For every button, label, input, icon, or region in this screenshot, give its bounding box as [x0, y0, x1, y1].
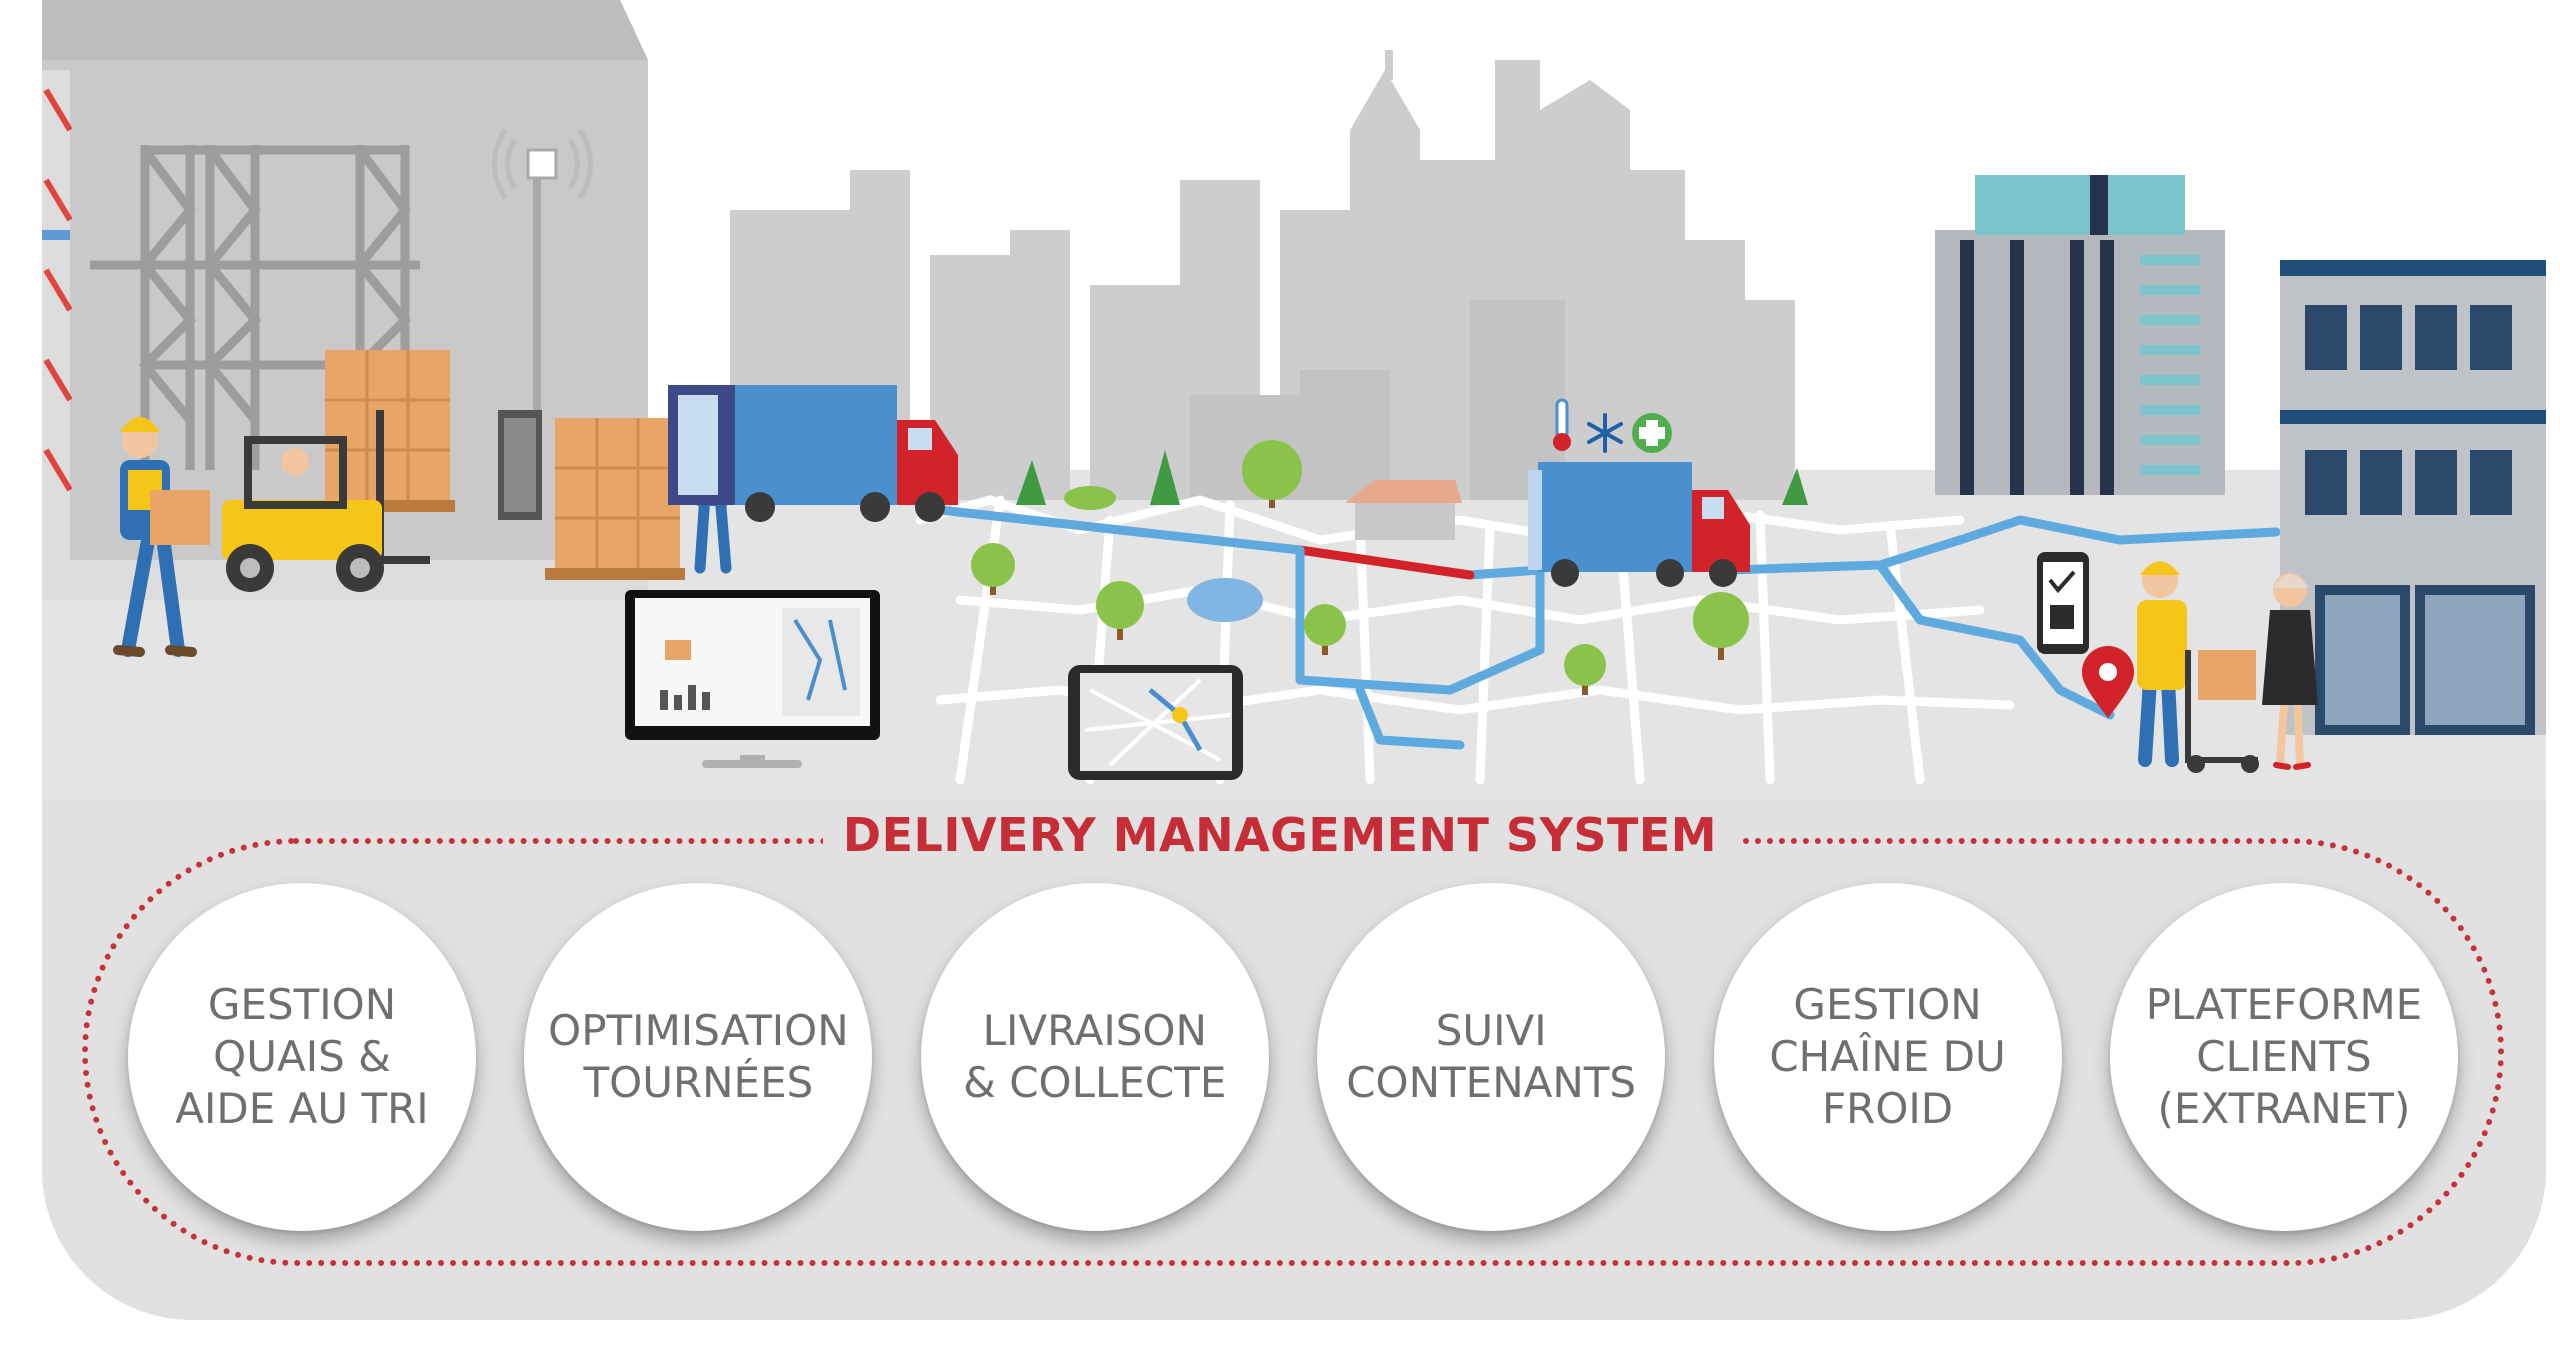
route-line-icon — [935, 505, 2281, 750]
thermometer-icon — [1553, 398, 1571, 451]
module-label: PLATEFORME CLIENTS (EXTRANET) — [2145, 980, 2423, 1133]
module-gestion-chaine-froid[interactable]: GESTION CHAÎNE DU FROID — [1713, 883, 2062, 1231]
worker-carrying-box-icon — [113, 417, 210, 657]
module-label: GESTION CHAÎNE DU FROID — [1769, 980, 2006, 1133]
module-label: SUIVI CONTENANTS — [1346, 1006, 1637, 1107]
module-label: LIVRAISON & COLLECTE — [963, 1006, 1227, 1107]
courier-icon — [2137, 561, 2259, 773]
module-gestion-quais[interactable]: GESTION QUAIS & AIDE AU TRI — [128, 883, 476, 1231]
tree-icon — [971, 440, 1808, 695]
pond — [1187, 578, 1263, 622]
pharmacy-cross-icon — [1632, 413, 1672, 453]
delivery-truck-icon — [668, 385, 958, 522]
module-label: GESTION QUAIS & AIDE AU TRI — [175, 980, 429, 1133]
office-building-icon — [1935, 175, 2225, 495]
wifi-antenna-icon — [492, 128, 593, 460]
module-livraison-collecte[interactable]: LIVRAISON & COLLECTE — [920, 883, 1269, 1231]
storefront-building-icon — [2280, 260, 2546, 735]
forklift-icon — [222, 410, 430, 592]
dms-title-row: DELIVERY MANAGEMENT SYSTEM — [0, 808, 2560, 862]
small-house-icon — [1345, 480, 1462, 540]
module-suivi-contenants[interactable]: SUIVI CONTENANTS — [1317, 883, 1666, 1231]
snowflake-icon — [1587, 413, 1623, 453]
module-list: GESTION QUAIS & AIDE AU TRI OPTIMISATION… — [128, 883, 2458, 1231]
server-cabinet-icon — [498, 410, 542, 520]
rack-icon — [90, 145, 420, 470]
smartphone-proof-of-delivery-icon — [2037, 552, 2089, 654]
module-label: OPTIMISATION TOURNÉES — [548, 1006, 849, 1107]
monitor-dashboard-icon — [625, 590, 880, 768]
module-optimisation-tournees[interactable]: OPTIMISATION TOURNÉES — [524, 883, 873, 1231]
customer-icon — [2262, 573, 2318, 770]
module-plateforme-clients[interactable]: PLATEFORME CLIENTS (EXTRANET) — [2109, 883, 2458, 1231]
tablet-map-icon — [1068, 665, 1243, 780]
rack-left-red — [42, 70, 73, 560]
refrigerated-truck-icon — [1528, 462, 1750, 587]
map-pin-icon — [2082, 646, 2134, 718]
dms-title: DELIVERY MANAGEMENT SYSTEM — [822, 808, 1738, 862]
logistics-scene-illustration — [42, 0, 2546, 800]
